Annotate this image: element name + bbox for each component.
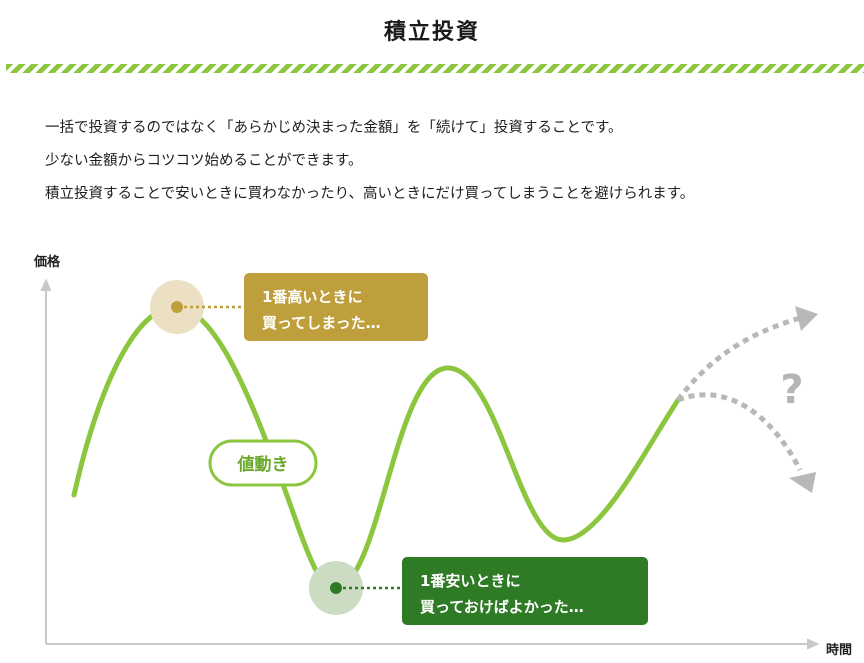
x-axis-label: 時間 (826, 642, 852, 658)
peak-callout-line-1: 1番高いときに (262, 288, 362, 306)
curve-label-pill (208, 439, 318, 487)
y-axis-label: 価格 (33, 254, 61, 270)
title-divider (6, 64, 864, 73)
future-up-arrow (675, 315, 801, 402)
trough-callout (402, 557, 648, 625)
description-line-3: 積立投資することで安いときに買わなかったり、高いときにだけ買ってしまうことを避け… (45, 186, 695, 202)
peak-point (171, 301, 183, 313)
future-down-arrowhead (789, 472, 816, 493)
trough-callout-line-1: 1番安いときに (420, 572, 520, 590)
price-curve (71, 304, 681, 591)
trough-point (330, 582, 342, 594)
trough-callout-line-2: 買っておけばよかった… (420, 598, 584, 616)
peak-callout (244, 273, 428, 341)
page-title: 積立投資 (383, 20, 480, 45)
description-line-2: 少ない金額からコツコツ始めることができます。 (45, 153, 363, 169)
future-down-arrow (677, 392, 803, 472)
future-up-arrowhead (795, 306, 818, 331)
curve-label: 値動き (237, 454, 289, 475)
description: 一括で投資するのではなく「あらかじめ決まった金額」を「続けて」投資することです。… (45, 112, 845, 211)
peak-callout-line-2: 買ってしまった… (262, 314, 381, 332)
description-line-1: 一括で投資するのではなく「あらかじめ決まった金額」を「続けて」投資することです。 (45, 120, 623, 136)
question-mark: ? (780, 367, 803, 413)
